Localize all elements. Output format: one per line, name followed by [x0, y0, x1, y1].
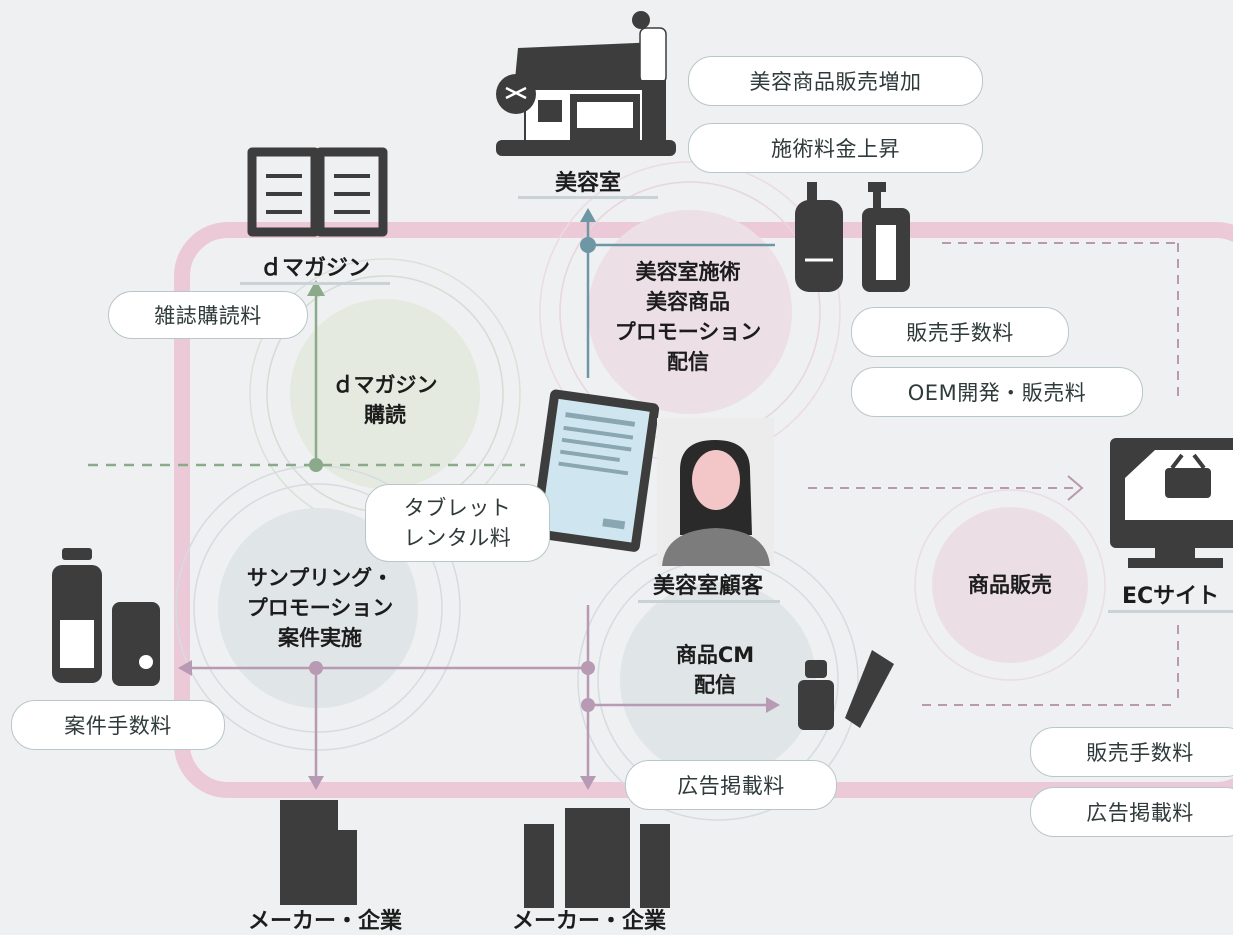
ec-flow [808, 242, 1179, 706]
tag-sales-commission-right: 販売手数料 [1030, 727, 1233, 777]
tag-magazine-subscription-fee: 雑誌購読料 [108, 291, 308, 339]
maker-right-label: メーカー・企業 [511, 909, 666, 934]
maker-left-label: メーカー・企業 [247, 909, 402, 934]
tag-tablet-rental-fee: タブレット レンタル料 [365, 484, 550, 562]
customer-label-underline [638, 600, 780, 603]
sampling-circle-label: サンプリング・ プロモーション 案件実施 [246, 566, 394, 650]
tag-sales-commission-top: 販売手数料 [851, 307, 1069, 357]
customer-avatar-icon [657, 418, 774, 566]
tag-project-commission: 案件手数料 [11, 700, 225, 750]
salon-promotion-circle-label: 美容室施術 美容商品 プロモーション 配信 [614, 260, 762, 374]
drinks-icon [52, 548, 160, 686]
tag-treatment-fee-increase: 施術料金上昇 [688, 123, 983, 173]
maker-building-left-icon [280, 800, 357, 905]
salon-label-underline [518, 196, 658, 199]
ec-arrowhead [1067, 475, 1084, 501]
magazine-flow [88, 280, 525, 472]
salon-building-icon [496, 42, 676, 156]
tag-oem-fee: OEM開発・販売料 [851, 367, 1143, 417]
bottles-icon [795, 182, 910, 292]
ec-site-label-underline [1108, 610, 1233, 613]
ec-site-label: ECサイト [1122, 584, 1220, 609]
tag-ad-fee-right: 広告掲載料 [1030, 787, 1233, 837]
product-sales-circle [914, 489, 1106, 681]
ec-monitor-icon [1110, 438, 1233, 568]
maker-building-right-icon [524, 808, 670, 908]
tag-beauty-product-sales-increase: 美容商品販売増加 [688, 56, 983, 106]
magazine-label-underline [240, 282, 390, 285]
stylist-person-icon [632, 11, 667, 146]
tag-ad-fee-center: 広告掲載料 [625, 760, 837, 810]
magazine-subscription-circle-label: ｄマガジン 購読 [332, 373, 438, 427]
salon-label: 美容室 [554, 171, 621, 196]
tablet-icon [530, 389, 660, 552]
product-sales-circle-label: 商品販売 [968, 573, 1052, 597]
customer-label: 美容室顧客 [652, 574, 763, 599]
magazine-label: ｄマガジン [259, 256, 370, 281]
book-icon [247, 147, 388, 237]
salon-flow [580, 208, 775, 378]
sampling-circle [175, 465, 461, 751]
cm-circle-label: 商品CM 配信 [675, 643, 755, 697]
maker-flow [178, 605, 780, 790]
cosmetics-icon [798, 650, 894, 730]
